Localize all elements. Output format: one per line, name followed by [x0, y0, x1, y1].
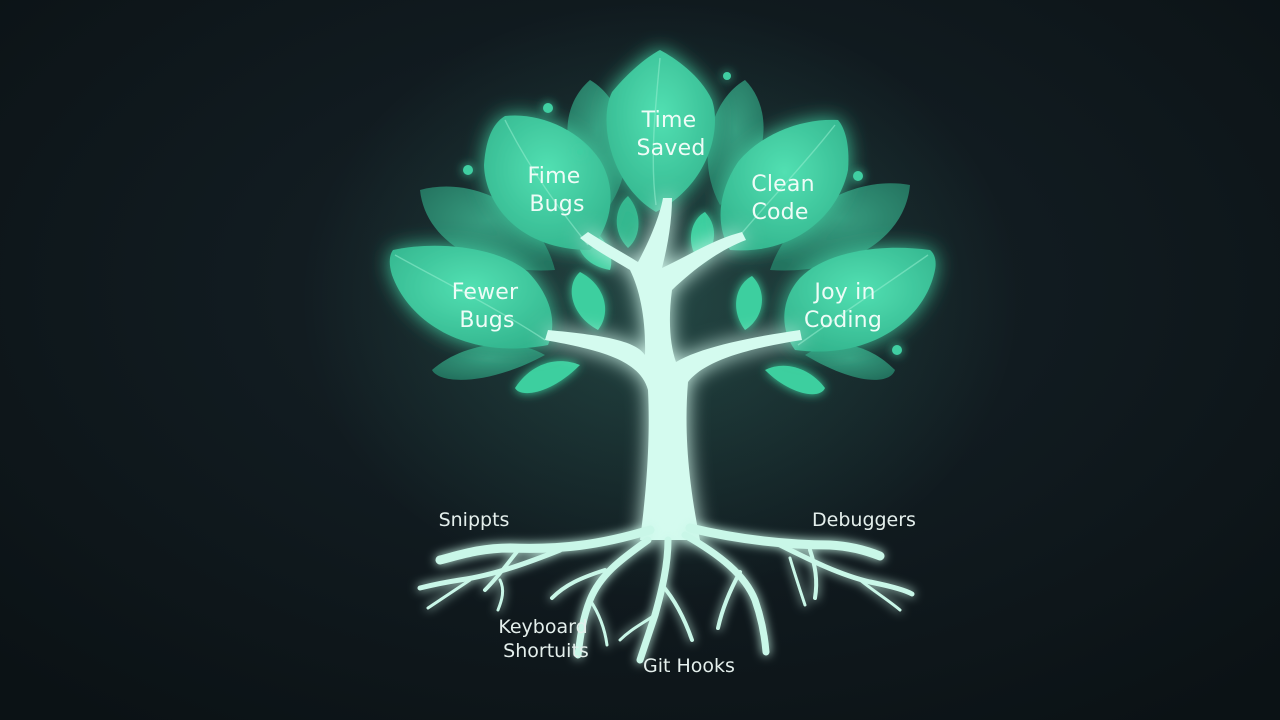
root-right-branch-2 — [808, 548, 819, 600]
particle — [723, 72, 731, 80]
particle — [853, 171, 863, 181]
root-center-branch-2 — [618, 613, 657, 642]
leaf-fewer-bugs — [389, 245, 553, 349]
accent-leaf-4 — [571, 272, 606, 330]
particle — [543, 103, 553, 113]
label-fime-bugs: Fime — [528, 164, 581, 189]
label-joy-in-coding: Joy in — [812, 280, 875, 305]
leaf-joy-in-coding — [784, 247, 936, 352]
root-mid-left-branch-2 — [588, 598, 609, 647]
label-clean-code-2: Code — [751, 200, 808, 225]
leaf-labels: Time Saved Fime Bugs Clean Code Fewer Bu… — [452, 108, 882, 333]
root-mid-left-branch-1 — [550, 568, 607, 600]
label-git-hooks: Git Hooks — [643, 655, 735, 677]
root-main-right — [685, 523, 885, 561]
root-left-branch-4 — [496, 578, 505, 612]
particle — [577, 149, 583, 155]
leaf-fime-bugs — [484, 115, 611, 250]
root-mid-right — [681, 531, 770, 656]
root-left-branch-1 — [417, 547, 563, 591]
back-leaf-lower-right — [805, 344, 895, 380]
root-mid-right-branch-1 — [716, 570, 742, 630]
back-leaf-right — [770, 183, 910, 271]
root-main-left — [435, 525, 655, 565]
root-right-branch-3 — [858, 578, 902, 612]
back-leaf-lower-left — [432, 344, 545, 380]
particle — [463, 165, 473, 175]
accent-leaf-3 — [616, 196, 639, 248]
label-keyboard-shortcuts: Keyboard — [498, 616, 587, 638]
label-joy-in-coding-2: Coding — [804, 308, 882, 333]
root-labels: Snippts Debuggers Keyboard Shortuits Git… — [439, 509, 916, 677]
accent-leaf-7 — [765, 365, 825, 395]
label-keyboard-shortcuts-2: Shortuits — [503, 640, 589, 662]
root-right-branch-1 — [777, 542, 915, 597]
back-leaf-left — [420, 186, 555, 271]
label-time-saved-2: Saved — [637, 136, 706, 161]
root-center-branch-1 — [660, 583, 694, 642]
label-clean-code: Clean — [751, 172, 814, 197]
tree-trunk — [545, 198, 802, 540]
label-fewer-bugs-2: Bugs — [459, 308, 514, 333]
leaf-veins — [394, 57, 929, 346]
leaf-time-saved — [606, 50, 716, 212]
label-fime-bugs-2: Bugs — [529, 192, 584, 217]
root-right-branch-4 — [788, 556, 807, 607]
floating-particles — [463, 72, 902, 355]
accent-leaf-5 — [736, 276, 762, 330]
label-fewer-bugs: Fewer — [452, 280, 519, 305]
label-time-saved: Time — [641, 108, 697, 133]
label-snippets: Snippts — [439, 509, 510, 531]
label-debuggers: Debuggers — [812, 509, 916, 531]
root-left-branch-3 — [426, 578, 472, 610]
root-left-branch-2 — [483, 546, 522, 592]
accent-leaf-6 — [515, 361, 580, 394]
tree-roots — [417, 523, 915, 664]
trunk-body — [545, 198, 802, 540]
particle — [892, 345, 902, 355]
